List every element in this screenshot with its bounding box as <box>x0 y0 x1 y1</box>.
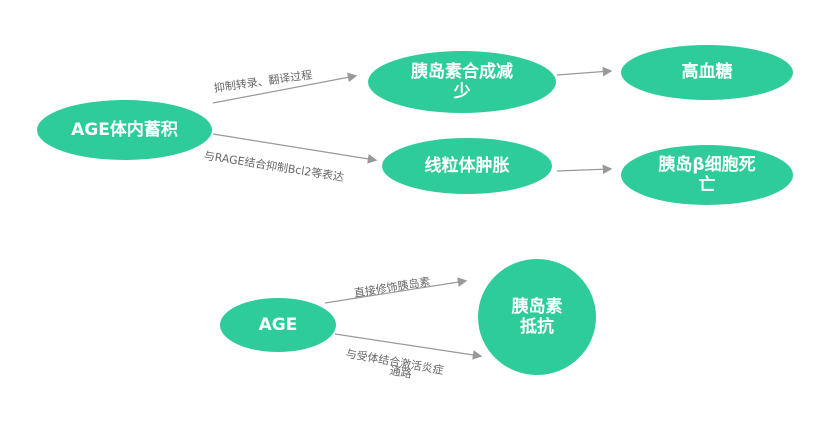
edge-mito-to-beta-death <box>556 164 613 175</box>
node-hyperglycemia-label: 高血糖 <box>681 62 733 83</box>
node-age: AGE <box>220 298 336 352</box>
node-mitochondrial-swelling: 线粒体肿胀 <box>382 138 552 194</box>
edge-age-to-resist-top <box>324 277 468 304</box>
node-insulin-resistance-label: 胰岛素抵抗 <box>511 296 563 337</box>
node-age-accumulation: AGE体内蓄积 <box>37 100 212 160</box>
node-beta-cell-death: 胰岛β细胞死亡 <box>621 145 793 205</box>
edge-age-to-insulin-synth <box>212 72 358 104</box>
edge-age-to-mito <box>212 133 378 164</box>
node-hyperglycemia: 高血糖 <box>621 45 793 100</box>
node-insulin-synthesis-label: 胰岛素合成减少 <box>411 61 513 102</box>
edge-insulin-synth-to-hyperglycemia <box>556 66 613 77</box>
node-age-accumulation-label: AGE体内蓄积 <box>71 119 178 140</box>
node-insulin-resistance: 胰岛素抵抗 <box>478 259 596 375</box>
node-beta-death-label: 胰岛β细胞死亡 <box>658 154 756 195</box>
node-mito-label: 线粒体肿胀 <box>424 155 510 176</box>
node-insulin-synthesis-decrease: 胰岛素合成减少 <box>368 51 556 113</box>
edge-age-to-resist-bottom <box>334 333 483 360</box>
node-age-label: AGE <box>258 314 298 335</box>
